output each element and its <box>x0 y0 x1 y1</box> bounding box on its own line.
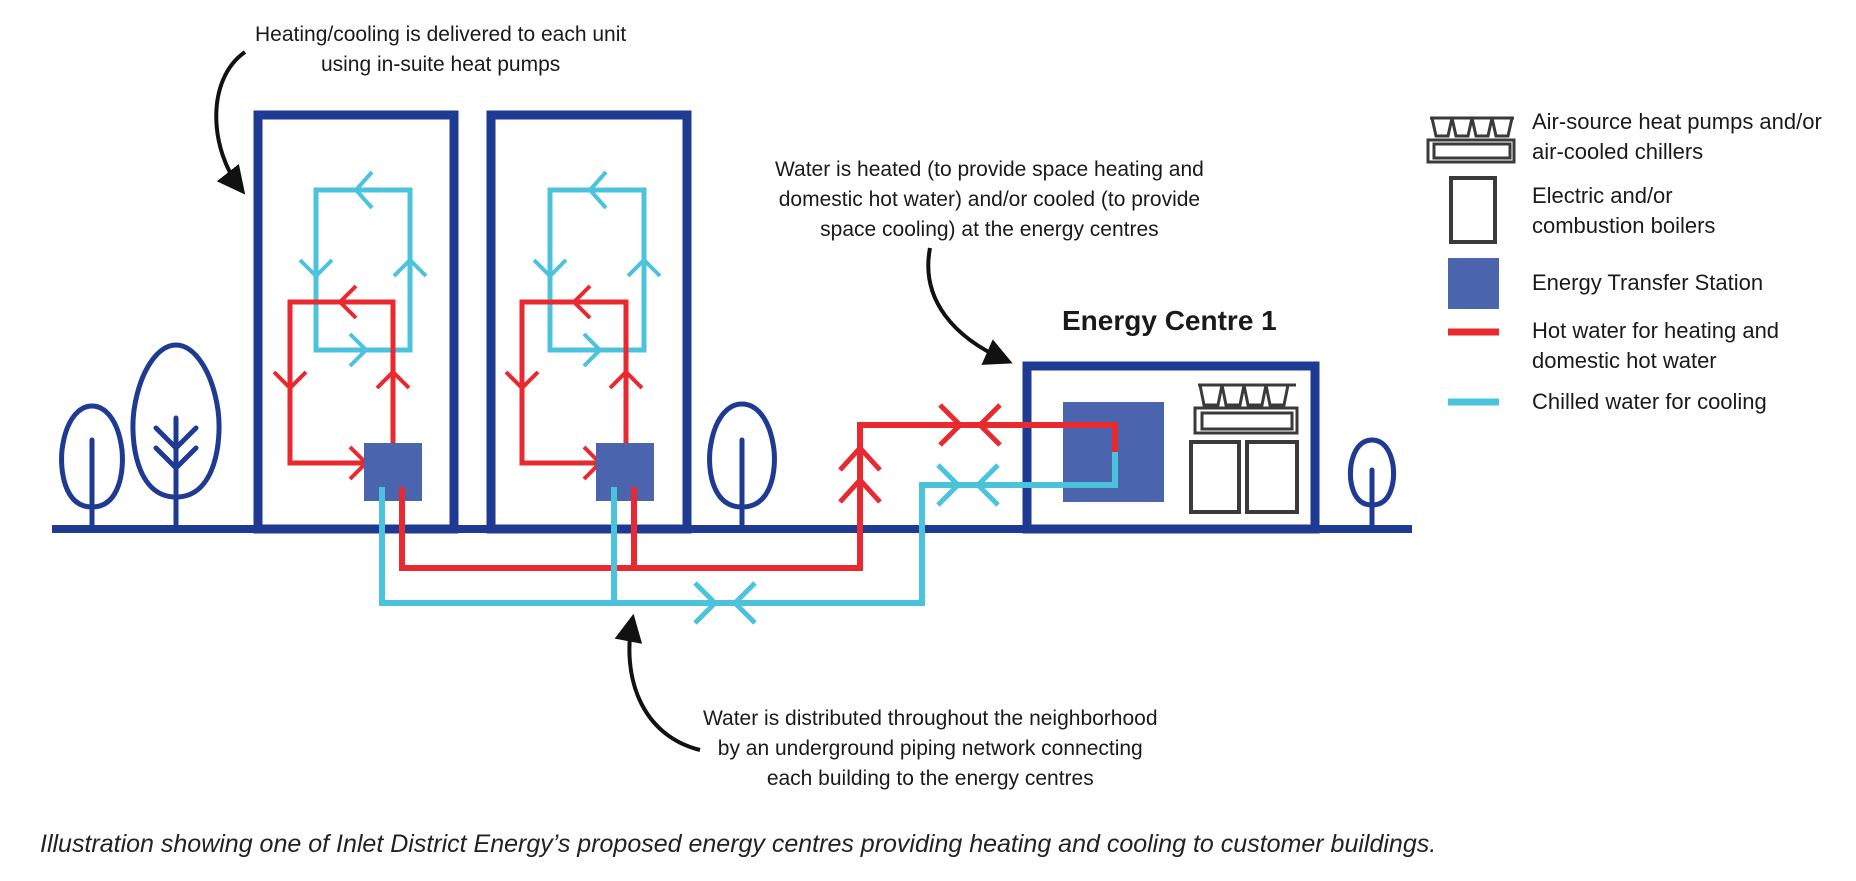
building-2-flow-arrows <box>504 170 662 481</box>
legend-hot-water-label: Hot water for heating and domestic hot w… <box>1532 316 1779 376</box>
building-2-ets <box>596 443 654 501</box>
boiler-unit-icon <box>1245 440 1299 514</box>
legend-heat-pump-icon <box>1426 116 1516 164</box>
annotation-energy-centres: Water is heated (to provide space heatin… <box>775 155 1204 245</box>
annotation-arrow-insuite <box>214 50 247 195</box>
legend-ets-icon <box>1448 258 1499 309</box>
annotation-line: using in-suite heat pumps <box>320 53 561 76</box>
building-1-flow-arrows <box>272 170 428 481</box>
legend-line: Chilled water for cooling <box>1532 389 1767 414</box>
annotation-insuite: Heating/cooling is delivered to each uni… <box>255 20 626 80</box>
legend-ets-label: Energy Transfer Station <box>1532 268 1763 298</box>
tree-middle <box>707 401 777 530</box>
legend-line: domestic hot water <box>1532 348 1717 373</box>
tree-right <box>1348 437 1396 530</box>
annotation-line: each building to the energy centres <box>766 767 1094 790</box>
annotation-line: Water is heated (to provide space heatin… <box>775 158 1204 181</box>
energy-centre-building <box>1022 361 1320 534</box>
tree-small-left <box>59 403 125 530</box>
building-1-chilled-loop <box>313 187 413 353</box>
building-1-ets <box>364 443 422 501</box>
building-1-hot-loop <box>287 299 396 466</box>
annotation-arrow-distribution <box>614 613 701 752</box>
legend-line: Air-source heat pumps and/or <box>1532 109 1822 134</box>
legend-line: air-cooled chillers <box>1532 139 1704 164</box>
legend-line: Electric and/or <box>1532 183 1673 208</box>
annotation-line: domestic hot water) and/or cooled (to pr… <box>778 188 1201 211</box>
legend-chilled-water-label: Chilled water for cooling <box>1532 387 1767 417</box>
annotation-line: Water is distributed throughout the neig… <box>703 707 1158 730</box>
figure-caption: Illustration showing one of Inlet Distri… <box>40 830 1437 858</box>
legend-boilers-label: Electric and/or combustion boilers <box>1532 181 1715 241</box>
building-1 <box>253 110 459 534</box>
annotation-line: space cooling) at the energy centres <box>820 218 1159 241</box>
heat-pump-unit-icon <box>1193 383 1299 435</box>
annotation-distribution: Water is distributed throughout the neig… <box>703 704 1158 794</box>
building-2-chilled-loop <box>547 187 647 353</box>
annotation-line: by an underground piping network connect… <box>717 737 1143 760</box>
legend-heat-pumps-label: Air-source heat pumps and/or air-cooled … <box>1532 107 1822 167</box>
hot-water-network <box>399 422 1118 571</box>
annotation-line: Heating/cooling is delivered to each uni… <box>255 23 627 46</box>
tree-large-left <box>130 342 222 530</box>
network-flow-arrows <box>693 403 1002 625</box>
building-2-hot-loop <box>519 299 629 466</box>
legend-boiler-icon <box>1449 176 1497 244</box>
building-2 <box>486 110 692 534</box>
legend-line: Hot water for heating and <box>1532 318 1780 343</box>
chilled-water-network <box>379 452 1118 606</box>
energy-centre-title: Energy Centre 1 <box>1062 305 1277 336</box>
legend-line: combustion boilers <box>1532 213 1716 238</box>
legend-line: Energy Transfer Station <box>1532 270 1764 295</box>
annotation-arrow-energy-centres <box>926 247 1013 365</box>
boiler-unit-icon <box>1189 440 1241 514</box>
